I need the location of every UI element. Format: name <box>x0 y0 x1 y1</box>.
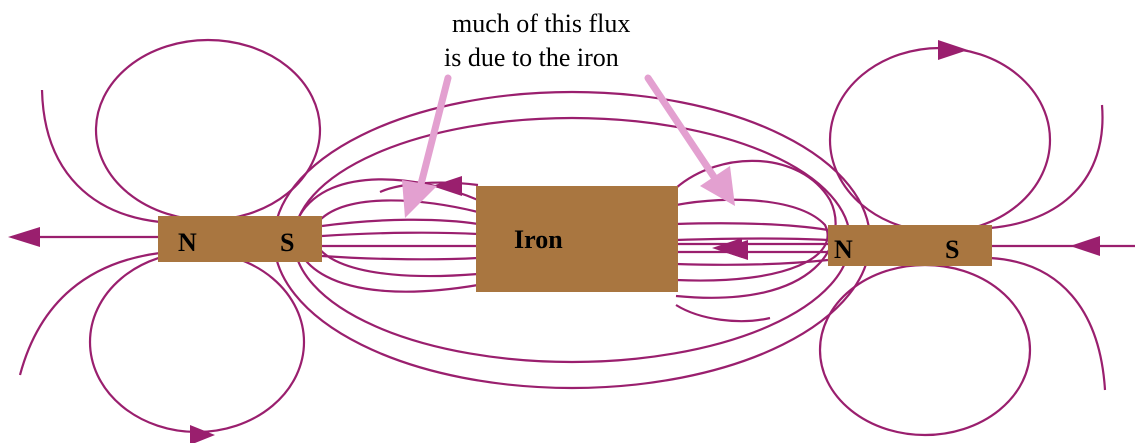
left-upper-loop <box>94 38 322 222</box>
left-magnet-north-label: N <box>178 228 197 257</box>
left-gap-line-2 <box>321 231 479 238</box>
right-gap-lower-line <box>675 304 771 323</box>
iron-block: Iron <box>476 186 678 292</box>
right-magnet: N S <box>828 225 992 266</box>
annotation-line-2: is due to the iron <box>444 43 619 72</box>
left-pointer-shaft <box>416 74 452 192</box>
annotation: much of this flux is due to the iron <box>444 9 630 72</box>
right-magnet-body <box>828 225 992 266</box>
left-outer-lower-line <box>18 251 161 376</box>
left-gap-line-4 <box>321 254 479 261</box>
center-field-lines <box>272 90 872 390</box>
left-gap-loop-2 <box>312 199 479 278</box>
left-axis-arrow <box>8 227 40 247</box>
right-magnet-north-label: N <box>834 235 853 264</box>
left-magnet-south-label: S <box>280 228 294 257</box>
right-pointer-shaft <box>644 74 720 184</box>
right-magnet-field-lines <box>818 40 1135 437</box>
right-upper-loop <box>828 46 1052 234</box>
right-gap-line-4 <box>675 258 829 266</box>
right-outer-upper-line <box>989 104 1104 230</box>
right-top-arrow <box>938 40 968 60</box>
left-magnet: N S <box>158 216 322 262</box>
left-gap-line-1 <box>321 218 479 228</box>
iron-block-label: Iron <box>514 225 563 254</box>
right-pointer-head <box>700 166 735 206</box>
iron-right-arrow <box>718 240 748 260</box>
right-magnet-south-label: S <box>945 235 959 264</box>
left-gap-arrow <box>432 176 462 196</box>
left-pointer-head <box>402 180 437 218</box>
left-bottom-arrow <box>190 425 215 443</box>
annotation-pointers <box>402 74 735 218</box>
iron-to-right-lines <box>678 240 828 260</box>
left-gap-loop-1 <box>294 178 479 293</box>
right-gap-line-1 <box>675 222 829 232</box>
left-outer-upper-line <box>40 89 161 224</box>
right-gap-loop-1 <box>675 159 837 299</box>
annotation-line-1: much of this flux <box>452 9 630 38</box>
right-gap-line-2 <box>675 237 829 242</box>
right-axis-arrow <box>1070 236 1100 256</box>
iron-block-body <box>476 186 678 292</box>
right-lower-loop <box>818 263 1032 437</box>
right-outer-lower-line <box>989 256 1107 391</box>
left-lower-loop <box>88 250 306 434</box>
left-magnet-body <box>158 216 322 262</box>
